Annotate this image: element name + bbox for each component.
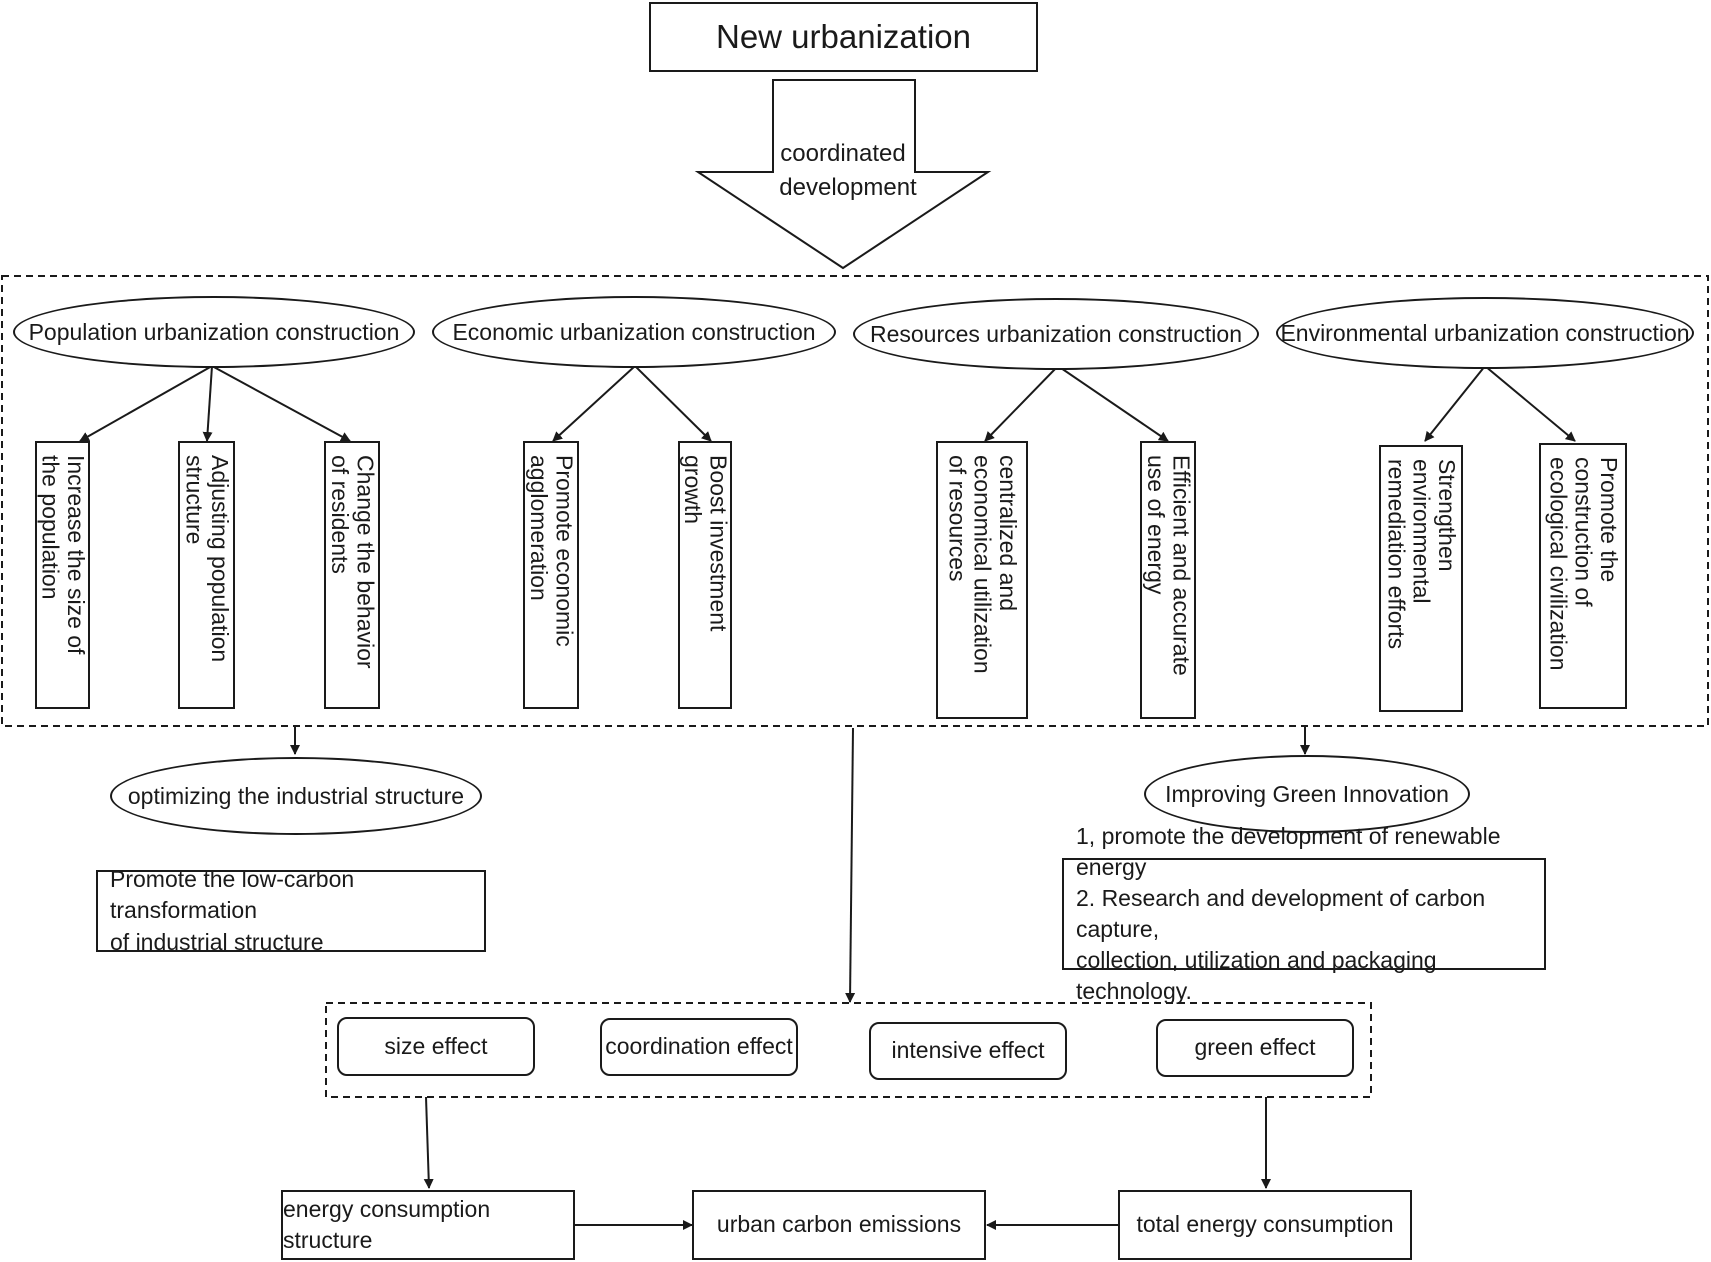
effects-dashed-frame — [325, 1002, 1372, 1098]
total-energy-consumption-box: total energy consumption — [1118, 1190, 1412, 1260]
green-effect-box: green effect — [1156, 1019, 1354, 1077]
resources-urbanization-ellipse: Resources urbanization construction — [853, 298, 1259, 370]
arrow-label-coordinated: coordinated — [780, 140, 906, 167]
construction-dashed-frame — [1, 275, 1709, 727]
measure-box: centralized and economical utilization o… — [936, 441, 1028, 719]
note-line: Promote the low-carbon transformation — [110, 866, 355, 924]
measure-box: Promote economic agglomeration — [523, 441, 579, 709]
measure-box: Strengthen environmental remediation eff… — [1379, 445, 1463, 712]
measure-box: Adjusting population structure — [178, 441, 235, 709]
improving-green-innovation-ellipse: Improving Green Innovation — [1144, 755, 1470, 833]
economic-urbanization-ellipse: Economic urbanization construction — [432, 296, 836, 368]
measure-text: Strengthen environmental remediation eff… — [1383, 459, 1460, 650]
optimizing-industrial-structure-ellipse: optimizing the industrial structure — [110, 757, 482, 835]
arrow-label-development: development — [779, 174, 917, 201]
population-urbanization-ellipse: Population urbanization construction — [13, 296, 415, 368]
measure-box: Increase the size of the population — [35, 441, 90, 709]
measure-text: Increase the size of the population — [37, 455, 89, 655]
measure-box: Change the behavior of residents — [324, 441, 380, 709]
energy-consumption-structure-box: energy consumption structure — [281, 1190, 575, 1260]
green-innovation-note: 1, promote the development of renewable … — [1062, 823, 1546, 1004]
measure-box: Efficient and accurate use of energy — [1140, 441, 1196, 719]
coordination-effect-box: coordination effect — [600, 1018, 798, 1076]
coordinated-development-arrow — [694, 79, 992, 270]
measure-text: Efficient and accurate use of energy — [1143, 455, 1195, 676]
low-carbon-transformation-note: Promote the low-carbon transformation of… — [96, 866, 486, 955]
measure-text: Adjusting population structure — [181, 455, 233, 663]
environmental-urbanization-ellipse: Environmental urbanization construction — [1276, 297, 1694, 369]
measure-text: Boost investment growth — [680, 455, 732, 632]
measure-box: Boost investment growth — [678, 441, 732, 709]
size-effect-box: size effect — [337, 1017, 535, 1076]
new-urbanization-box: New urbanization — [649, 2, 1038, 72]
measure-text: Promote the construction of ecological c… — [1545, 457, 1622, 671]
note-line: 2. Research and development of carbon ca… — [1076, 884, 1486, 942]
note-line: collection, utilization and packaging te… — [1076, 947, 1437, 1005]
measure-box: Promote the construction of ecological c… — [1539, 443, 1627, 709]
measure-text: centralized and economical utilization o… — [944, 455, 1021, 674]
urban-carbon-emissions-box: urban carbon emissions — [692, 1190, 986, 1260]
intensive-effect-box: intensive effect — [869, 1022, 1067, 1080]
note-line: of industrial structure — [110, 928, 324, 955]
measure-text: Promote economic agglomeration — [526, 455, 578, 647]
measure-text: Change the behavior of residents — [327, 455, 379, 669]
note-line: 1, promote the development of renewable … — [1076, 822, 1501, 880]
